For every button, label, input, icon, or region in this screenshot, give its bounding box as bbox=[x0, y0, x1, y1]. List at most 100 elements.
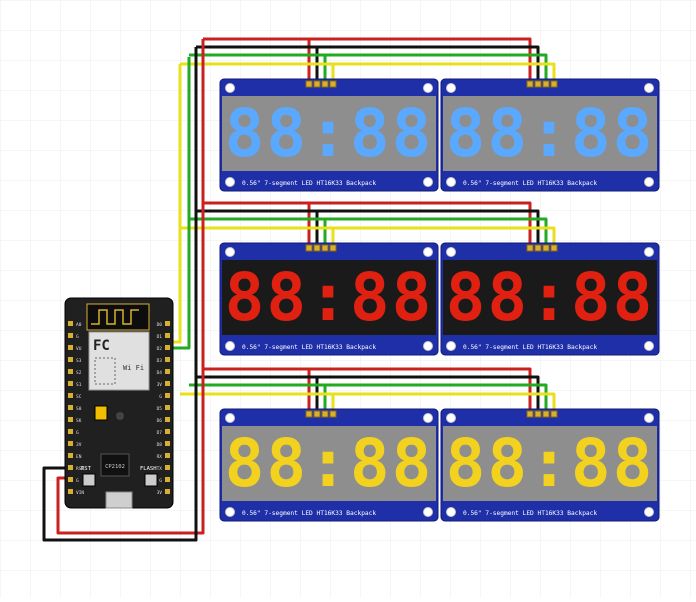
pin-right bbox=[165, 477, 170, 482]
display-board-yellow-1: 88:880.56" 7-segment LED HT16K33 Backpac… bbox=[219, 408, 439, 522]
pin-right bbox=[165, 417, 170, 422]
display-digits: 88:88 bbox=[446, 425, 655, 502]
header-pin bbox=[321, 80, 329, 88]
header-pin bbox=[534, 410, 542, 418]
pin-label-right: D2 bbox=[157, 346, 163, 352]
pin-label-right: D3 bbox=[157, 358, 163, 364]
capacitor bbox=[94, 405, 108, 421]
mount-hole bbox=[644, 413, 654, 423]
wire-green-row0 bbox=[189, 53, 548, 85]
rail-green bbox=[172, 57, 191, 350]
mount-hole bbox=[225, 83, 235, 93]
mount-hole bbox=[423, 507, 433, 517]
header-pin bbox=[305, 244, 313, 252]
display-body bbox=[222, 96, 436, 171]
pin-label-right: D5 bbox=[157, 406, 163, 412]
display-boards: 88:88 0.56" 7-segment LED HT16K33 Backpac… bbox=[219, 78, 660, 522]
wire-black-row0 bbox=[196, 45, 540, 85]
display-body bbox=[443, 426, 657, 501]
header-pin bbox=[321, 410, 329, 418]
wire-yellow-row1 bbox=[180, 226, 556, 249]
pin-right bbox=[165, 429, 170, 434]
pin-left bbox=[68, 369, 73, 374]
display-board-red-1: 88:880.56" 7-segment LED HT16K33 Backpac… bbox=[219, 242, 439, 356]
wire-red-row1 bbox=[203, 201, 532, 249]
display-body bbox=[443, 260, 657, 335]
header-pin bbox=[526, 244, 534, 252]
pin-left bbox=[68, 381, 73, 386]
mount-hole bbox=[644, 341, 654, 351]
header-pin bbox=[313, 80, 321, 88]
pin-label-right: G bbox=[159, 394, 162, 400]
display-board-yellow-2: 88:880.56" 7-segment LED HT16K33 Backpac… bbox=[440, 408, 660, 522]
header-pin bbox=[305, 80, 313, 88]
wire-red-row0 bbox=[203, 37, 532, 85]
pin-label-left: EN bbox=[76, 454, 82, 460]
pin-label-right: 3V bbox=[157, 382, 163, 388]
header-pin bbox=[313, 244, 321, 252]
header-pin bbox=[526, 80, 534, 88]
pin-label-left: S0 bbox=[76, 406, 82, 412]
display-digits: 88:88 bbox=[446, 259, 655, 336]
pin-left bbox=[68, 489, 73, 494]
pin-label-left: S2 bbox=[76, 370, 82, 376]
display-digits: 88:88 bbox=[225, 259, 434, 336]
mount-hole bbox=[423, 83, 433, 93]
mount-hole bbox=[644, 247, 654, 257]
module-qr-area bbox=[94, 357, 116, 385]
pin-left bbox=[68, 441, 73, 446]
pin-label-left: S1 bbox=[76, 382, 82, 388]
backpack-label: 0.56" 7-segment LED HT16K33 Backpack bbox=[463, 344, 597, 351]
wire-black-row1 bbox=[196, 209, 540, 249]
flash-button bbox=[144, 473, 158, 487]
wifi-badge: Wi Fi bbox=[123, 364, 144, 372]
usb-chip bbox=[100, 453, 130, 477]
header-pin bbox=[329, 80, 337, 88]
wire-yellow-row0 bbox=[180, 62, 556, 85]
pin-left bbox=[68, 477, 73, 482]
mount-hole bbox=[225, 341, 235, 351]
header-pin bbox=[542, 244, 550, 252]
display-digits: 88:88 bbox=[225, 425, 434, 502]
pin-label-left: SC bbox=[76, 394, 82, 400]
mount-hole bbox=[423, 413, 433, 423]
header-pin bbox=[526, 410, 534, 418]
pin-label-left: G bbox=[76, 334, 79, 340]
pin-label-left: G bbox=[76, 478, 79, 484]
pin-left bbox=[68, 465, 73, 470]
micro-usb-port bbox=[105, 491, 133, 509]
pin-right bbox=[165, 465, 170, 470]
display-body bbox=[443, 96, 657, 171]
pin-label-left: SK bbox=[76, 418, 82, 424]
pin-left bbox=[68, 357, 73, 362]
pin-right bbox=[165, 369, 170, 374]
pin-left bbox=[68, 453, 73, 458]
header-pin bbox=[534, 80, 542, 88]
header-pin bbox=[550, 410, 558, 418]
display-board-blue-2: 88:880.56" 7-segment LED HT16K33 Backpac… bbox=[440, 78, 660, 192]
pin-left bbox=[68, 417, 73, 422]
mount-hole bbox=[446, 341, 456, 351]
backpack-label: 0.56" 7-segment LED HT16K33 Backpack bbox=[242, 180, 376, 187]
mount-hole bbox=[225, 507, 235, 517]
wire-green-row1 bbox=[189, 217, 548, 249]
pin-label-right: D8 bbox=[157, 442, 163, 448]
pin-label-right: 3V bbox=[157, 490, 163, 496]
rail-yellow bbox=[172, 64, 182, 344]
pin-right bbox=[165, 321, 170, 326]
wire-yellow-row2 bbox=[180, 392, 556, 415]
header-pin bbox=[534, 244, 542, 252]
header-pin bbox=[542, 410, 550, 418]
backpack-label: 0.56" 7-segment LED HT16K33 Backpack bbox=[463, 180, 597, 187]
pin-right bbox=[165, 345, 170, 350]
mount-hole bbox=[423, 341, 433, 351]
pin-left bbox=[68, 321, 73, 326]
header-pin bbox=[542, 80, 550, 88]
pin-left bbox=[68, 345, 73, 350]
pin-label-right: D0 bbox=[157, 322, 163, 328]
wire-red-row2 bbox=[203, 367, 532, 415]
esp-module-shield bbox=[88, 331, 150, 391]
pin-left bbox=[68, 405, 73, 410]
pin-right bbox=[165, 441, 170, 446]
